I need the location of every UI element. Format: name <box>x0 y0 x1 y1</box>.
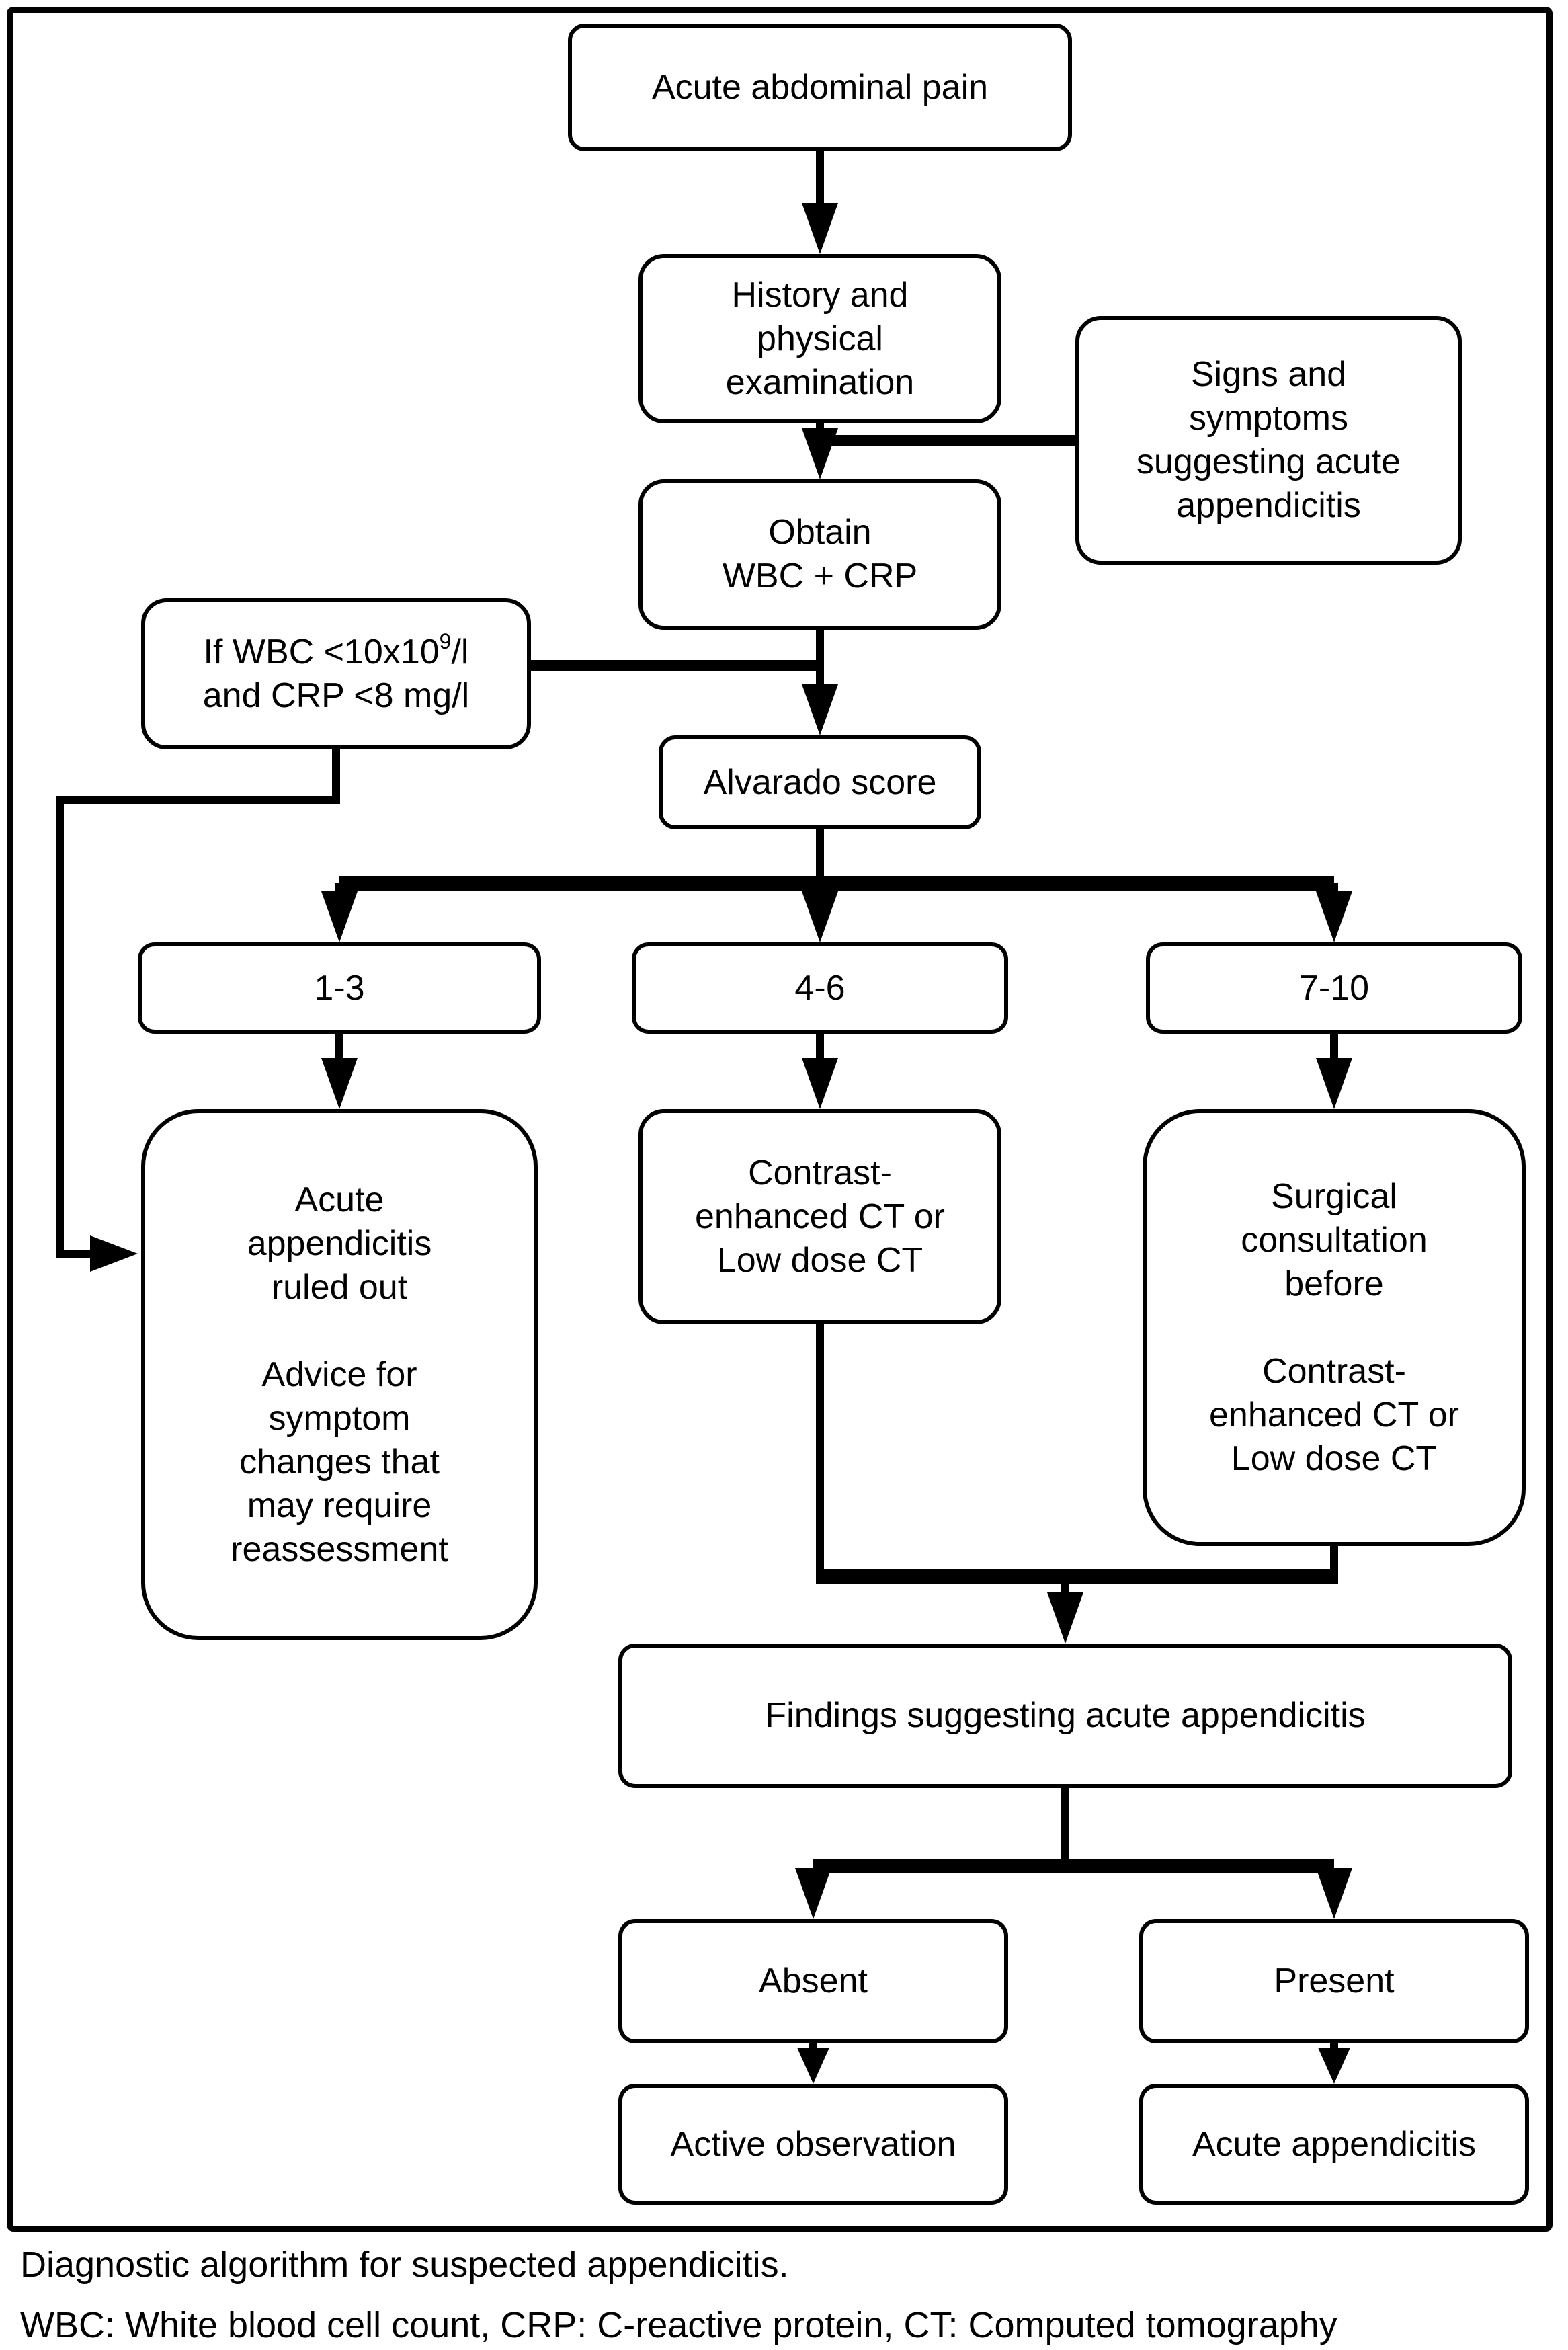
node-label: Absent <box>759 1961 868 2000</box>
arrowhead-into-findings <box>1047 1592 1083 1644</box>
node-label: Acute appendicitis <box>1192 2124 1477 2164</box>
arrowhead-into-active-observation <box>797 2048 829 2084</box>
node-absent: Absent <box>618 1919 1008 2043</box>
node-obtain-wbc-crp: Obtain WBC + CRP <box>638 479 1001 630</box>
node-surgical-consultation: Surgical consultation before Contrast- e… <box>1143 1109 1526 1546</box>
node-contrast-enhanced-ct: Contrast- enhanced CT or Low dose CT <box>638 1109 1001 1324</box>
ifwbc-line2: and CRP <8 mg/l <box>202 676 470 715</box>
arrowhead-into-ruled-out-side <box>90 1235 138 1272</box>
arrowhead-into-alvarado <box>802 684 838 735</box>
arrowhead-into-absent <box>795 1868 831 1919</box>
node-active-observation: Active observation <box>618 2084 1008 2205</box>
node-label: 4-6 <box>794 968 845 1008</box>
node-label: Signs and symptoms suggesting acute appe… <box>1136 355 1401 525</box>
node-label: 7-10 <box>1298 968 1370 1008</box>
ifwbc-line1-base: If WBC <10x10 <box>203 632 440 672</box>
node-label: Active observation <box>670 2124 956 2164</box>
node-label: Present <box>1274 1961 1395 2000</box>
figure-outer-border <box>7 7 1553 2232</box>
node-signs-symptoms: Signs and symptoms suggesting acute appe… <box>1075 316 1462 565</box>
node-appendicitis-ruled-out: Acute appendicitis ruled out Advice for … <box>141 1109 538 1640</box>
node-label: Acute abdominal pain <box>651 67 989 107</box>
arrowhead-into-history <box>802 203 838 254</box>
node-label: Findings suggesting acute appendicitis <box>765 1696 1366 1735</box>
node-acute-abdominal-pain: Acute abdominal pain <box>568 24 1072 151</box>
node-label: Alvarado score <box>703 762 937 802</box>
node-label: Obtain WBC + CRP <box>722 513 918 596</box>
figure-caption: Diagnostic algorithm for suspected appen… <box>20 2244 789 2285</box>
ifwbc-line1-rest: /l <box>451 632 469 672</box>
node-label: If WBC <10x109/l and CRP <8 mg/l <box>194 631 479 718</box>
node-acute-appendicitis-final: Acute appendicitis <box>1139 2084 1529 2205</box>
node-if-wbc-crp-low: If WBC <10x109/l and CRP <8 mg/l <box>141 598 531 749</box>
node-score-4-6: 4-6 <box>632 942 1008 1034</box>
arrowhead-into-contrast <box>802 1058 838 1109</box>
line-ifwbc-bypass <box>56 749 340 1258</box>
node-present: Present <box>1139 1919 1529 2043</box>
arrowhead-into-1-3 <box>321 891 358 942</box>
arrowhead-into-ruled-out-top <box>321 1058 358 1109</box>
arrowhead-into-acute-appendicitis <box>1318 2048 1350 2084</box>
abbreviation-legend: WBC: White blood cell count, CRP: C-reac… <box>20 2305 1337 2345</box>
arrowhead-into-7-10 <box>1316 891 1352 942</box>
node-label: History and physical examination <box>725 275 915 402</box>
node-alvarado-score: Alvarado score <box>659 735 981 829</box>
node-label: Contrast- enhanced CT or Low dose CT <box>695 1153 945 1280</box>
arrowhead-into-4-6 <box>802 891 838 942</box>
node-findings-suggesting: Findings suggesting acute appendicitis <box>618 1644 1512 1788</box>
node-label: Acute appendicitis ruled out Advice for … <box>231 1180 448 1569</box>
node-score-7-10: 7-10 <box>1146 942 1522 1034</box>
arrowhead-into-present <box>1316 1868 1352 1919</box>
node-label: Surgical consultation before Contrast- e… <box>1209 1176 1459 1478</box>
arrowhead-into-obtain <box>802 428 838 479</box>
ifwbc-superscript: 9 <box>439 629 452 653</box>
arrowhead-into-surgical <box>1316 1058 1352 1109</box>
node-label: 1-3 <box>314 968 365 1008</box>
node-history-physical-examination: History and physical examination <box>638 254 1001 423</box>
node-score-1-3: 1-3 <box>138 942 541 1034</box>
